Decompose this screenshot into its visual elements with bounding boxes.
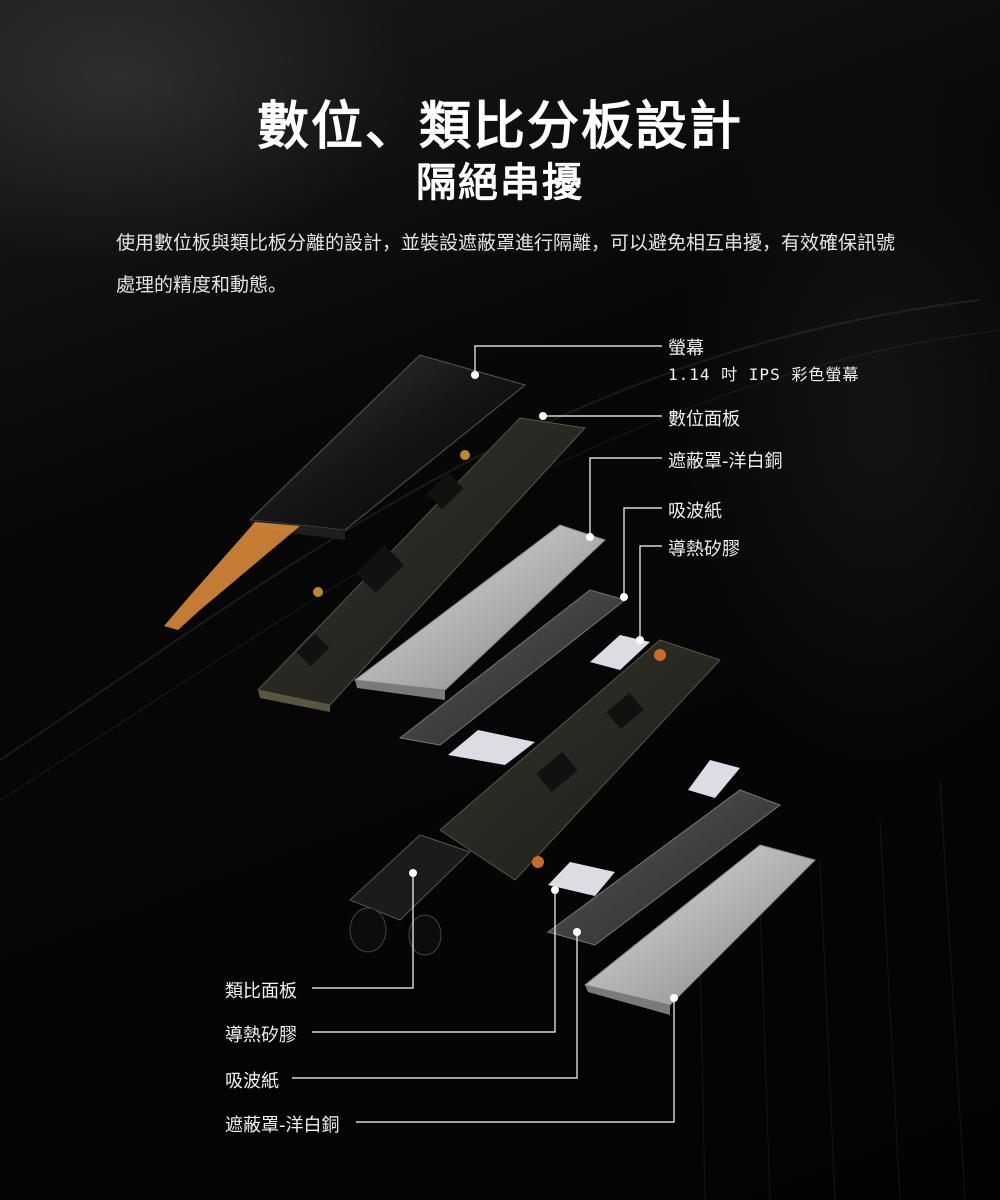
bottom-absorber-part [546, 789, 782, 946]
label-shield-top: 遮蔽罩-洋白銅 [668, 451, 783, 472]
label-absorber-top: 吸波紙 [668, 501, 722, 522]
label-analog-board: 類比面板 [225, 981, 297, 1002]
label-thermal-top: 導熱矽膠 [668, 539, 740, 560]
bottom-shield-part [583, 844, 816, 1015]
analog-board-part [349, 639, 721, 956]
description-text: 使用數位板與類比板分離的設計，並裝設遮蔽罩進行隔離，可以避免相互串擾，有效確保訊… [116, 232, 896, 296]
page-subtitle: 隔絕串擾 [416, 160, 584, 206]
label-digital-board: 數位面板 [668, 409, 740, 430]
label-screen-spec: 1.14 吋 IPS 彩色螢幕 [668, 365, 860, 384]
leader-lines [292, 345, 675, 1123]
digital-board-part [257, 417, 587, 712]
top-thermal-pad-part [448, 635, 650, 765]
top-shield-part [353, 524, 606, 700]
label-thermal-bottom: 導熱矽膠 [225, 1025, 297, 1046]
leader-dots [409, 371, 678, 1002]
screen-part [164, 354, 527, 630]
bottom-thermal-pad-part [548, 760, 740, 896]
label-screen: 螢幕 [668, 338, 704, 359]
label-shield-bottom: 遮蔽罩-洋白銅 [225, 1115, 340, 1136]
page-title: 數位、類比分板設計 [256, 97, 743, 157]
label-absorber-bottom: 吸波紙 [225, 1071, 279, 1092]
